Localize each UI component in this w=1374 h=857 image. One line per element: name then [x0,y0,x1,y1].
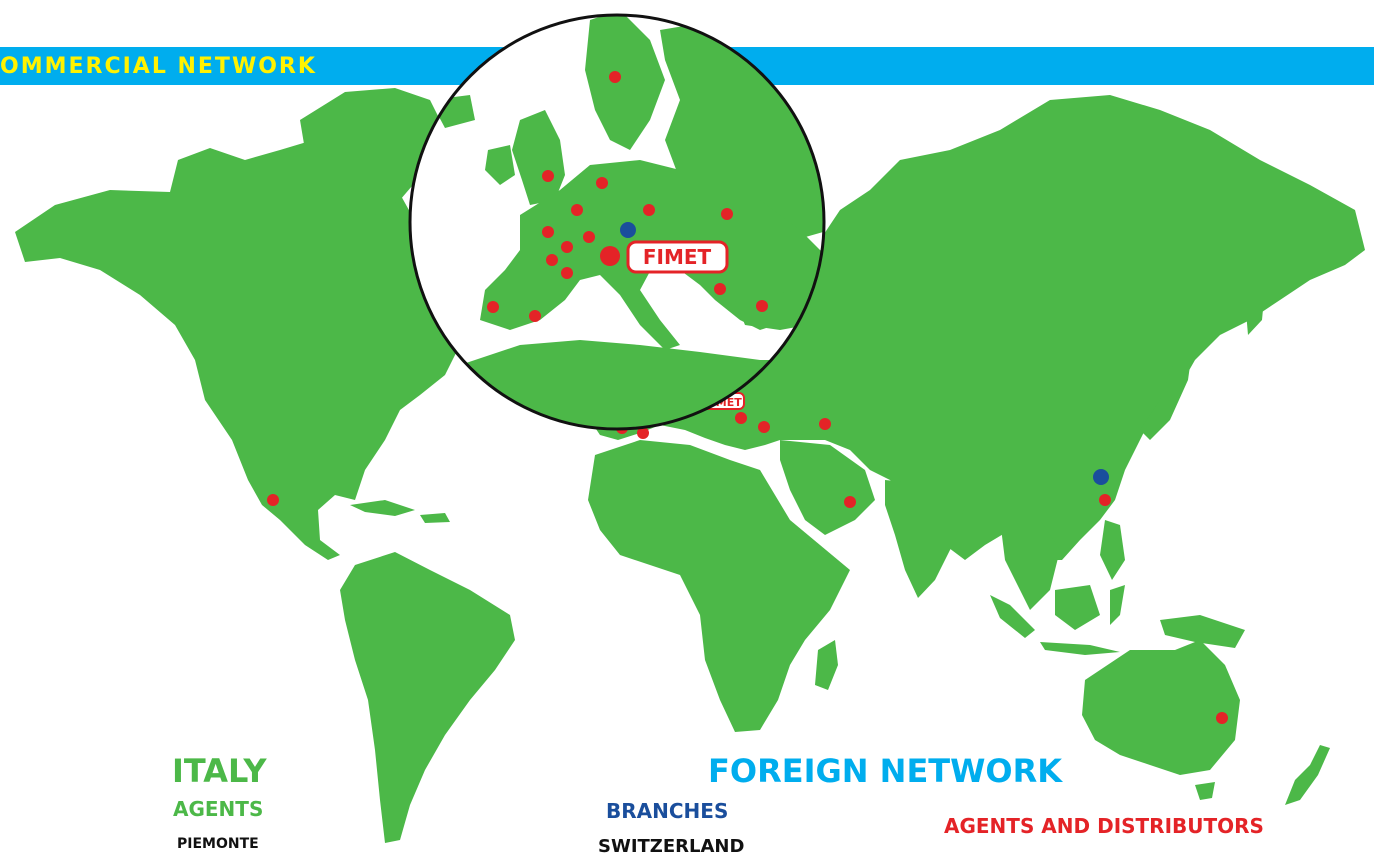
tasmania [1195,782,1215,800]
greenland [300,88,445,215]
philippines [1100,520,1125,580]
italy-heading: ITALY [172,752,267,790]
italy-agents-heading: AGENTS [173,797,264,821]
borneo [1055,585,1100,630]
agent-dot [529,310,541,322]
agent-dot [819,418,831,430]
foreign-network-heading: FOREIGN NETWORK [708,752,1063,790]
indochina [1000,520,1060,610]
agent-dot [1099,494,1111,506]
agent-dot [1216,712,1228,724]
hq-dot [600,246,620,266]
agent-dot [758,421,770,433]
madagascar [815,640,838,690]
agent-dot [735,412,747,424]
agent-dot [721,208,733,220]
agent-dot [596,177,608,189]
continents [15,88,1365,843]
australia [1082,640,1240,775]
sulawesi [1110,585,1125,625]
agents-distributors-heading: AGENTS AND DISTRIBUTORS [944,814,1264,838]
branch-dot [620,222,636,238]
europe-zoom: FIMET [408,13,826,431]
cuba [350,500,415,516]
sumatra [990,595,1035,638]
agent-dot [267,494,279,506]
agent-dot [546,254,558,266]
agent-dot [844,496,856,508]
zoom-britain [512,110,565,205]
branches-heading: BRANCHES [606,799,729,823]
japan [1140,320,1195,440]
agent-dot [542,226,554,238]
agent-dot [561,241,573,253]
new-zealand [1285,745,1330,805]
new-guinea [1160,615,1245,648]
agent-dot [714,283,726,295]
italy-region-item: PIEMONTE [177,836,259,852]
agent-dot [609,71,621,83]
agent-dot [643,204,655,216]
north-america [15,138,465,560]
agent-dot [487,301,499,313]
hispaniola [420,513,450,523]
eurasia [590,95,1365,560]
zoom-ireland [485,145,515,185]
page-title: OMMERCIAL NETWORK [0,54,317,79]
branch-dot [1093,469,1109,485]
agent-dot [637,427,649,439]
java [1040,642,1120,655]
zoom-scandinavia [585,15,665,150]
fimet-label: FIMET [626,240,729,274]
arabia [780,440,875,535]
agent-dot [756,300,768,312]
india [885,480,965,598]
agent-dot [583,231,595,243]
agent-dot [571,204,583,216]
south-america [340,552,515,843]
agent-dot [561,267,573,279]
fimet-text: FIMET [643,245,712,269]
agent-dot [542,170,554,182]
kamchatka [1245,255,1268,335]
zoom-markers: FIMET [487,71,768,322]
africa [588,440,850,732]
